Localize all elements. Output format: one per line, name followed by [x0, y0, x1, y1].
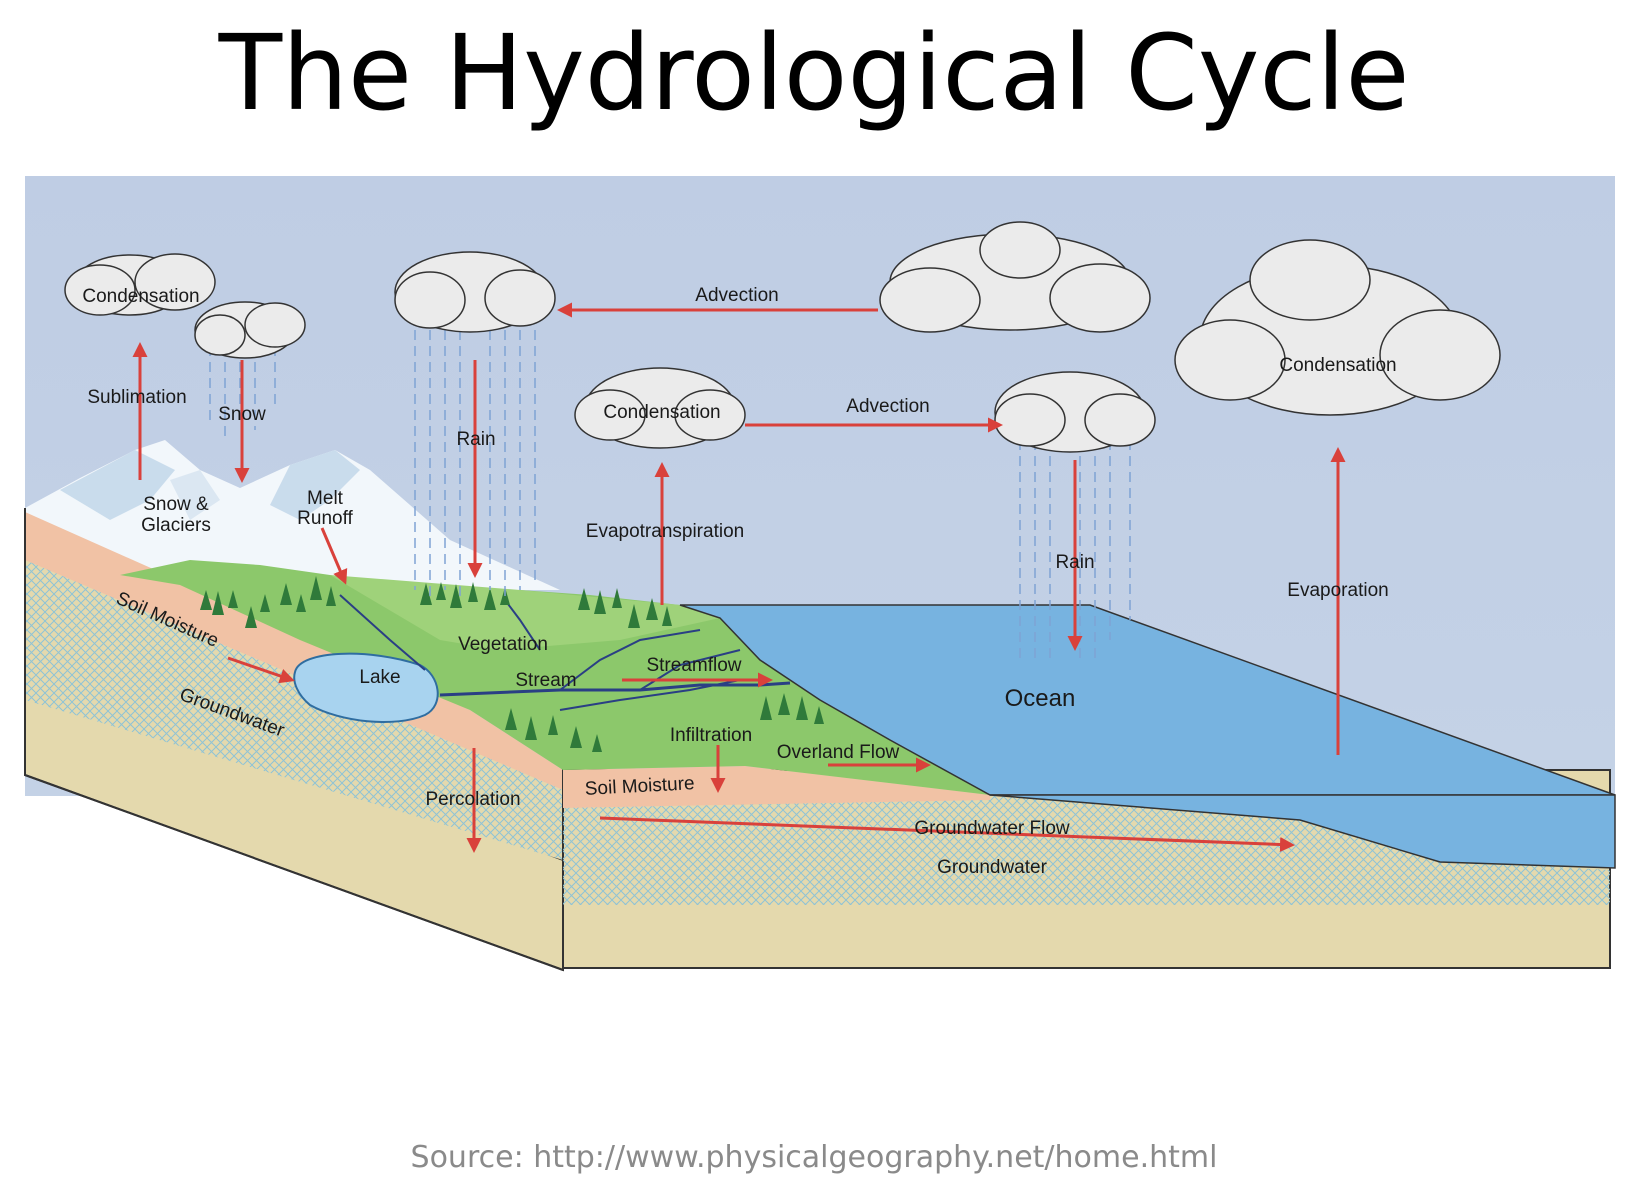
arrow-groundwater-flow	[599, 816, 1295, 853]
label-percolation: Percolation	[425, 789, 520, 810]
arrow-melt-runoff	[320, 527, 348, 585]
label-streamflow: Streamflow	[646, 655, 741, 676]
label-condensation-mid: Condensation	[603, 402, 720, 423]
lake	[293, 652, 439, 723]
label-overland-flow: Overland Flow	[777, 742, 900, 763]
label-evaporation: Evaporation	[1287, 580, 1388, 601]
rain-streaks	[209, 330, 1131, 660]
cloud-mid	[574, 367, 746, 449]
label-rain-left: Rain	[456, 429, 495, 450]
arrow-soil-moisture	[227, 656, 295, 684]
label-vegetation: Vegetation	[458, 634, 548, 655]
label-lake: Lake	[359, 667, 400, 688]
ocean-front	[989, 794, 1616, 869]
label-ocean: Ocean	[1005, 685, 1076, 712]
cloud-advection-top	[879, 221, 1151, 333]
label-snow-glaciers-1: Snow &	[143, 494, 209, 515]
label-groundwater-mid: Groundwater	[937, 857, 1048, 878]
page-title: The Hydrological Cycle	[218, 12, 1410, 134]
right-block-groundwater	[563, 795, 1610, 905]
land-surface	[120, 560, 990, 795]
label-rain-right: Rain	[1055, 552, 1094, 573]
label-groundwater-flow: Groundwater Flow	[914, 818, 1070, 839]
ocean-surface	[679, 604, 1616, 796]
label-infiltration: Infiltration	[670, 725, 752, 746]
label-melt-runoff-1: Melt	[307, 488, 344, 509]
label-sublimation: Sublimation	[87, 387, 186, 408]
label-condensation-right: Condensation	[1279, 355, 1396, 376]
right-block-soil	[563, 766, 990, 808]
label-snow: Snow	[218, 404, 266, 425]
cloud-snow	[194, 301, 306, 359]
label-condensation-left: Condensation	[82, 286, 199, 307]
label-advection-top: Advection	[695, 285, 778, 306]
cloud-rain-left	[394, 251, 556, 333]
label-advection-mid: Advection	[846, 396, 929, 417]
cloud-rain-right	[994, 371, 1156, 453]
cloud-evaporation	[1174, 239, 1501, 416]
trees	[200, 576, 824, 752]
label-evapotranspiration: Evapotranspiration	[586, 521, 744, 542]
label-stream: Stream	[515, 670, 576, 691]
mountains	[25, 440, 560, 590]
process-arrows	[132, 302, 1346, 853]
label-melt-runoff-2: Runoff	[297, 508, 353, 529]
cloud-top-left	[64, 253, 216, 316]
source-citation: Source: http://www.physicalgeography.net…	[410, 1140, 1218, 1175]
clouds	[64, 221, 1501, 453]
label-snow-glaciers-2: Glaciers	[141, 515, 211, 536]
